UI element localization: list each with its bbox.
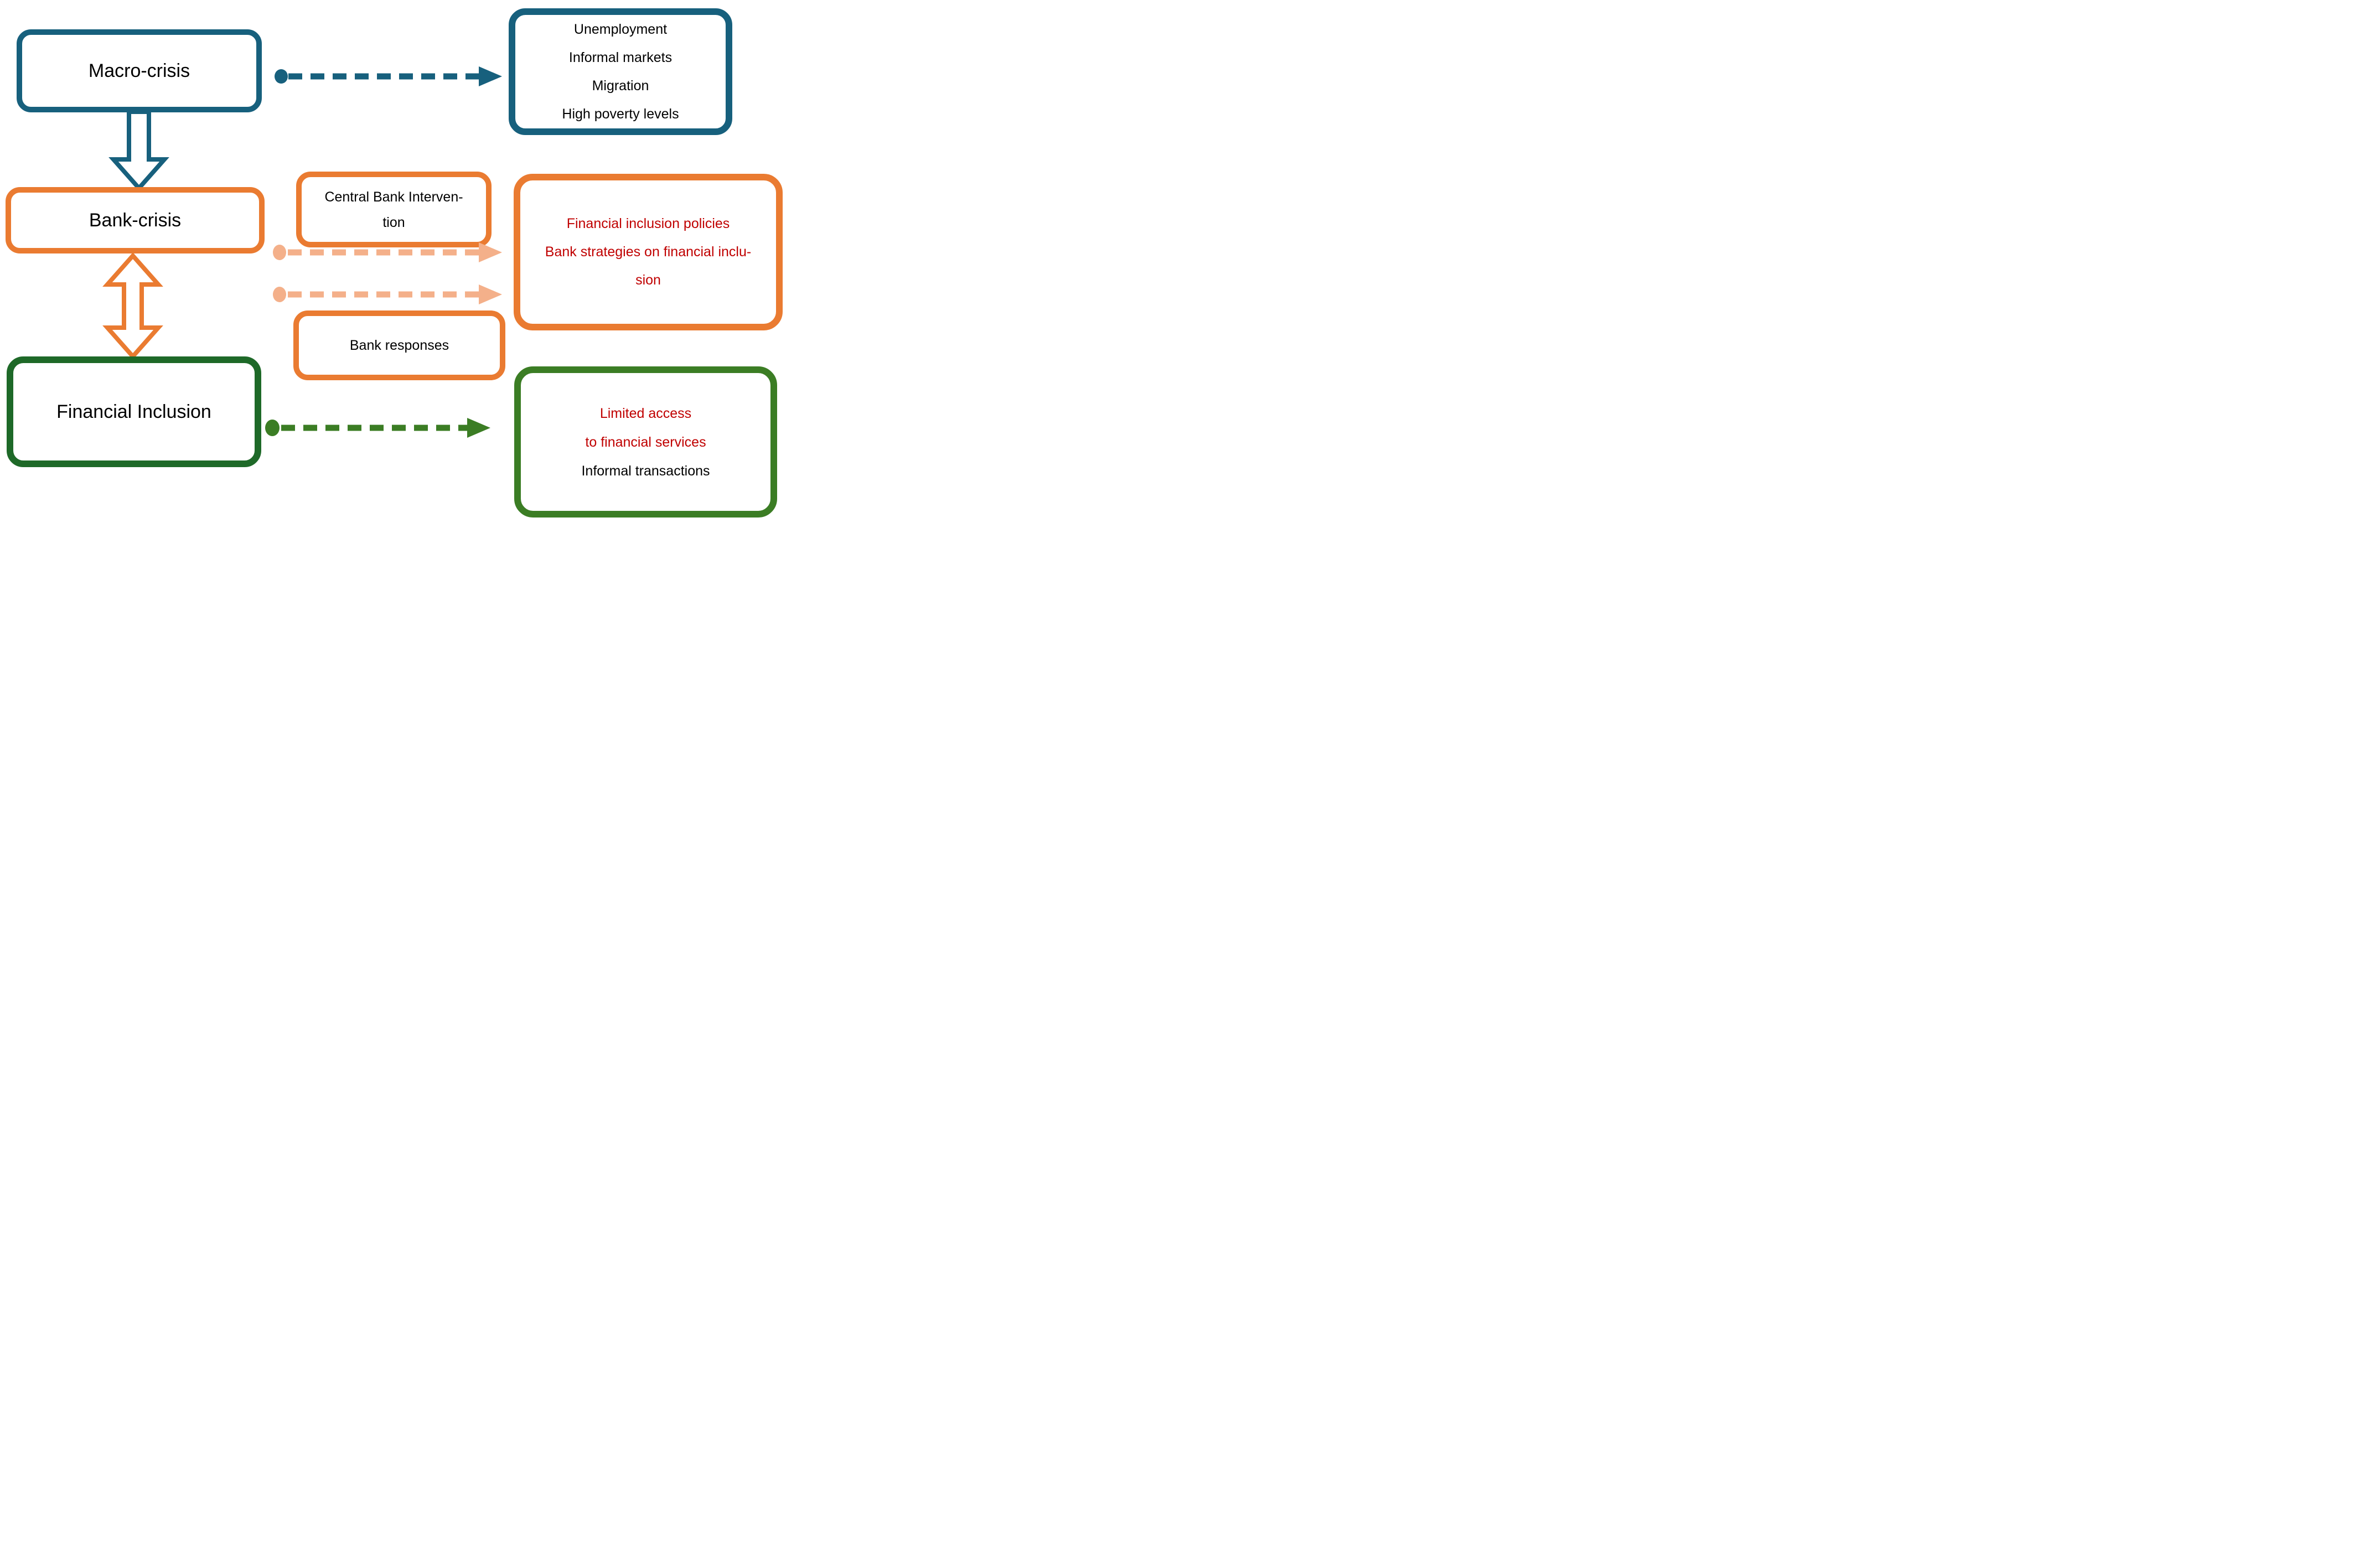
- macro-outcome-line: Informal markets: [568, 49, 673, 65]
- macro-to-bank-block-arrow-icon: [108, 110, 169, 192]
- financial-inclusion-node: Financial Inclusion: [7, 356, 261, 467]
- bank-responses-node: Bank responses: [293, 311, 505, 380]
- central-bank-intervention-line: Central Bank Interven-: [324, 189, 463, 205]
- bank-crisis-label: Bank-crisis: [89, 209, 182, 231]
- macro-to-outcomes-dashed-arrow-icon: [275, 66, 502, 86]
- central-bank-intervention-line: tion: [382, 214, 405, 230]
- financial-inclusion-to-outcomes-dashed-arrow-icon: [265, 418, 490, 438]
- central-bank-intervention-node: Central Bank Interven- tion: [296, 172, 492, 247]
- inclusion-policies-line: sion: [635, 272, 661, 288]
- macro-outcome-line: High poverty levels: [562, 106, 679, 122]
- inclusion-outcome-line: Informal transactions: [581, 463, 710, 479]
- crisis-financial-inclusion-diagram: Macro-crisis Unemployment Informal marke…: [0, 0, 790, 522]
- macro-outcome-line: Migration: [592, 77, 649, 94]
- macro-outcomes-node: Unemployment Informal markets Migration …: [509, 8, 732, 135]
- bank-crisis-to-policies-dashed-arrow-icon: [273, 242, 502, 262]
- bank-responses-label: Bank responses: [349, 338, 449, 353]
- macro-crisis-label: Macro-crisis: [88, 60, 190, 81]
- macro-crisis-node: Macro-crisis: [17, 29, 262, 112]
- bank-crisis-financial-inclusion-double-arrow-icon: [102, 252, 163, 360]
- inclusion-policies-node: Financial inclusion policies Bank strate…: [514, 174, 783, 330]
- inclusion-outcome-line: to financial services: [585, 434, 706, 450]
- inclusion-policies-line: Financial inclusion policies: [566, 216, 730, 231]
- bank-crisis-node: Bank-crisis: [6, 187, 265, 253]
- inclusion-outcomes-node: Limited access to financial services Inf…: [514, 366, 777, 518]
- inclusion-policies-line: Bank strategies on financial inclu-: [545, 244, 752, 260]
- bank-responses-to-policies-dashed-arrow-icon: [273, 284, 502, 304]
- inclusion-outcome-line: Limited access: [599, 405, 692, 421]
- financial-inclusion-label: Financial Inclusion: [56, 401, 211, 422]
- macro-outcome-line: Unemployment: [573, 21, 668, 37]
